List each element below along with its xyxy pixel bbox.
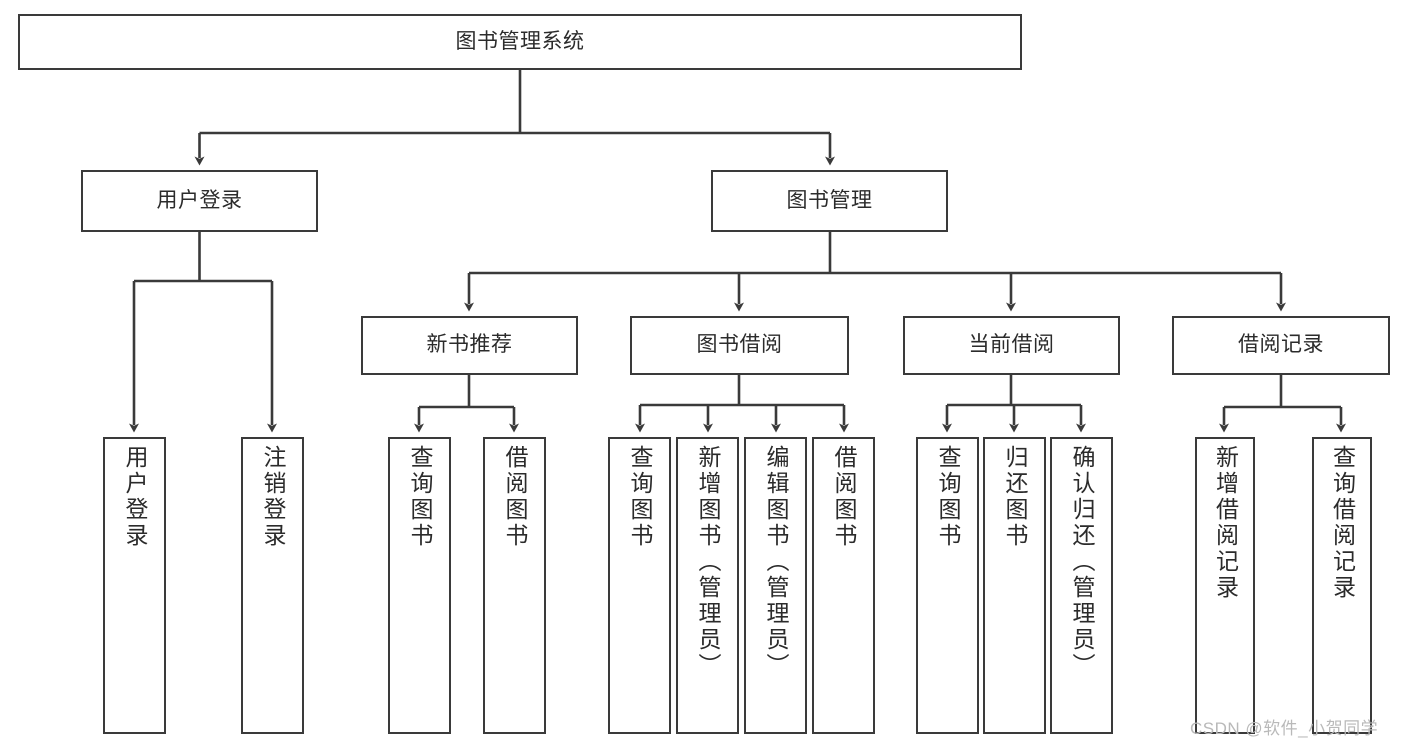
node-label: 归还图书 <box>1002 445 1028 549</box>
node-new-book-recommend[interactable]: 新书推荐 <box>361 316 578 375</box>
leaf-new-book-query[interactable]: 查询图书 <box>388 437 451 734</box>
leaf-user-login-login[interactable]: 用户登录 <box>103 437 166 734</box>
leaf-record-query-record[interactable]: 查询借阅记录 <box>1312 437 1372 734</box>
node-borrow-record[interactable]: 借阅记录 <box>1172 316 1390 375</box>
node-label: 查询图书 <box>935 445 961 549</box>
node-label: 确认归还（管理员） <box>1069 445 1095 679</box>
leaf-borrow-add-book-admin[interactable]: 新增图书（管理员） <box>676 437 739 734</box>
node-label: 借阅记录 <box>1238 333 1324 357</box>
node-label: 图书管理系统 <box>455 29 585 53</box>
node-label: 注销登录 <box>260 445 286 549</box>
node-label: 借阅图书 <box>502 445 528 549</box>
leaf-record-add-record[interactable]: 新增借阅记录 <box>1195 437 1255 734</box>
node-root-system[interactable]: 图书管理系统 <box>18 14 1022 70</box>
leaf-borrow-query-book[interactable]: 查询图书 <box>608 437 671 734</box>
node-label: 用户登录 <box>122 445 148 549</box>
leaf-borrow-borrow-book[interactable]: 借阅图书 <box>812 437 875 734</box>
leaf-user-login-logout[interactable]: 注销登录 <box>241 437 304 734</box>
node-label: 新增图书（管理员） <box>695 445 721 679</box>
node-book-borrow[interactable]: 图书借阅 <box>630 316 849 375</box>
leaf-current-confirm-return-admin[interactable]: 确认归还（管理员） <box>1050 437 1113 734</box>
node-label: 编辑图书（管理员） <box>763 445 789 679</box>
node-book-management[interactable]: 图书管理 <box>711 170 948 232</box>
node-label: 借阅图书 <box>831 445 857 549</box>
leaf-new-book-borrow[interactable]: 借阅图书 <box>483 437 546 734</box>
node-label: 用户登录 <box>156 188 243 212</box>
node-label: 查询图书 <box>627 445 653 549</box>
node-label: 查询借阅记录 <box>1329 445 1356 601</box>
node-label: 图书借阅 <box>696 333 783 357</box>
node-current-borrow[interactable]: 当前借阅 <box>903 316 1120 375</box>
node-label: 图书管理 <box>786 188 873 212</box>
node-label: 当前借阅 <box>968 333 1055 357</box>
node-label: 新书推荐 <box>426 333 513 357</box>
node-label: 新增借阅记录 <box>1212 445 1239 601</box>
watermark: CSDN @软件_小贺同学 <box>1190 719 1379 738</box>
leaf-borrow-edit-book-admin[interactable]: 编辑图书（管理员） <box>744 437 807 734</box>
node-label: 查询图书 <box>407 445 433 549</box>
leaf-current-query-book[interactable]: 查询图书 <box>916 437 979 734</box>
leaf-current-return-book[interactable]: 归还图书 <box>983 437 1046 734</box>
node-user-login[interactable]: 用户登录 <box>81 170 318 232</box>
